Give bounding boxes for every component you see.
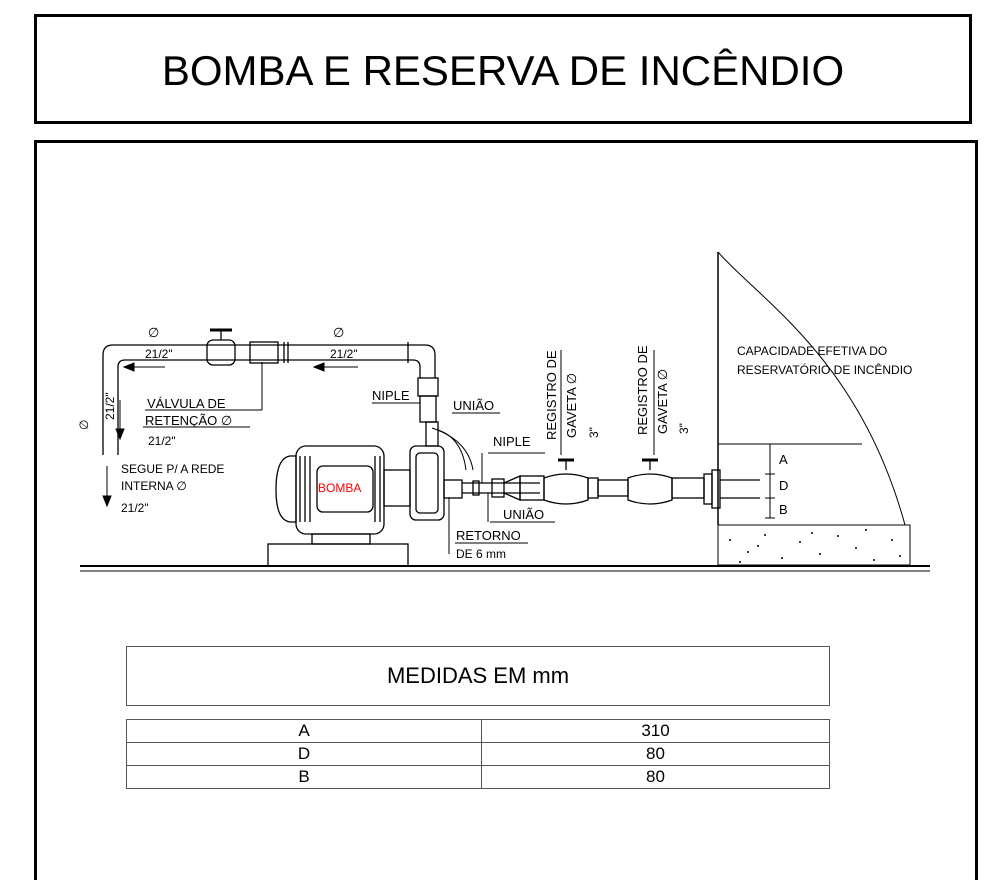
registro2-label-1: REGISTRO DE	[635, 345, 650, 435]
medidas-table: A 310 D 80 B 80	[126, 719, 830, 789]
dim-label-b: B	[779, 502, 788, 517]
diam-label-vertical: ∅	[77, 420, 91, 430]
segue-label-3: 21/2"	[121, 501, 149, 515]
registro1-label-2: GAVETA ∅	[564, 373, 579, 438]
row-label: B	[126, 765, 482, 789]
valvula-label-1: VÁLVULA DE	[147, 396, 226, 411]
niple-top-label: NIPLE	[372, 388, 410, 403]
medidas-header: MEDIDAS EM mm	[126, 646, 830, 706]
reservoir-wall	[717, 251, 911, 566]
table-row: D 80	[126, 742, 830, 766]
uniao-bottom-label: UNIÃO	[503, 507, 544, 522]
capacidade-label-1: CAPACIDADE EFETIVA DO	[737, 344, 887, 358]
segue-label-1: SEGUE P/ A REDE	[121, 462, 224, 476]
dim-label-d: D	[779, 478, 788, 493]
size-label-vertical: 21/2"	[103, 392, 117, 420]
table-row: A 310	[126, 719, 830, 743]
registro1-label-1: REGISTRO DE	[544, 350, 559, 440]
top-pipe	[102, 328, 439, 455]
drawing-frame	[34, 140, 978, 880]
suction-pipe	[462, 458, 760, 509]
page-title: BOMBA E RESERVA DE INCÊNDIO	[161, 47, 845, 94]
size-label-top-left: 21/2"	[145, 347, 173, 361]
row-label: A	[126, 719, 482, 743]
registro2-label-2: GAVETA ∅	[655, 369, 670, 434]
pump-motor	[267, 421, 474, 567]
row-value: 80	[481, 765, 830, 789]
title-box: BOMBA E RESERVA DE INCÊNDIO	[34, 14, 972, 124]
valvula-label-2: RETENÇÃO ∅	[145, 413, 232, 428]
segue-label-2: INTERNA ∅	[121, 479, 187, 493]
size-label-top-right: 21/2"	[330, 347, 358, 361]
bomba-label: BOMBA	[318, 481, 361, 495]
dimension-lines	[765, 443, 775, 519]
dim-label-a: A	[779, 452, 788, 467]
retorno-label-2: DE 6 mm	[456, 547, 506, 561]
capacidade-label-2: RESERVATÓRIO DE INCÊNDIO	[737, 362, 912, 377]
flow-arrows	[102, 362, 358, 508]
table-row: B 80	[126, 765, 830, 789]
registro2-label-3: 3"	[677, 423, 691, 434]
ground-line	[80, 565, 930, 572]
row-label: D	[126, 742, 482, 766]
valvula-label-3: 21/2"	[148, 434, 176, 448]
row-value: 310	[481, 719, 830, 743]
leader-lines	[143, 350, 655, 554]
pump-diagram: ∅ 21/2" ∅ 21/2" ∅ 21/2" VÁLVULA DE RETEN…	[77, 251, 930, 572]
diam-label-top-left: ∅	[148, 325, 159, 340]
retorno-label-1: RETORNO	[456, 528, 521, 543]
row-value: 80	[481, 742, 830, 766]
uniao-top-label: UNIÃO	[453, 398, 494, 413]
diam-label-top-right: ∅	[333, 325, 344, 340]
registro1-label-3: 3"	[587, 427, 601, 438]
niple-mid-label: NIPLE	[493, 434, 531, 449]
